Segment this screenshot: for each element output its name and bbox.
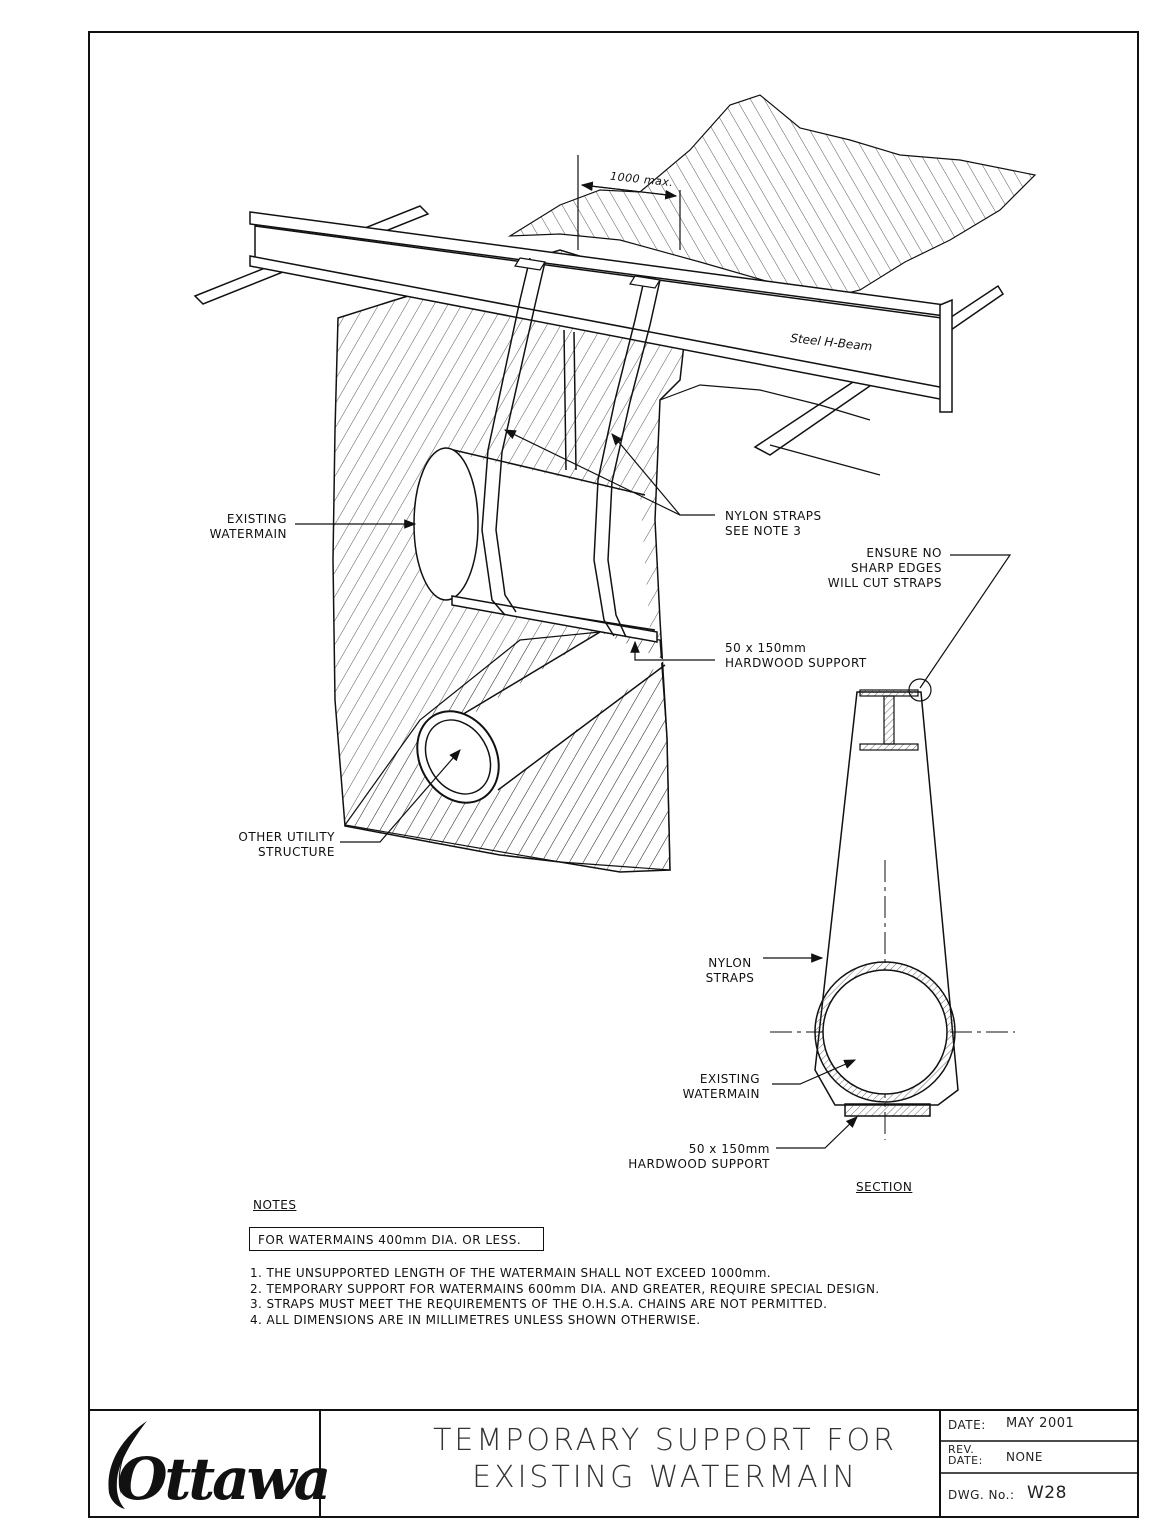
rev-date-value: NONE [1006,1450,1043,1464]
notes-heading: NOTES [253,1198,297,1212]
leader-hardwood [630,640,715,661]
section-watermain-label-line2: WATERMAIN [682,1087,760,1101]
section-straps-label-line2: STRAPS [705,971,755,985]
post-line-2 [573,331,577,471]
ensure-label-line2: SHARP EDGES [850,561,942,575]
section-beam-web [883,695,895,745]
hardwood-label-line1: 50 x 150mm [725,641,807,655]
note-item: 4. ALL DIMENSIONS ARE IN MILLIMETRES UNL… [250,1312,701,1327]
dim-line-back [580,181,677,197]
rev-date-label: REV. DATE: [948,1444,983,1466]
utility-pipe-edge-top [439,631,601,729]
strap-wrap-right [629,275,661,289]
other-utility-label: OTHER UTILITY STRUCTURE [225,830,335,860]
leader-ensure-no-sharp [919,554,1012,689]
date-label: DATE: [948,1418,986,1432]
date-value: MAY 2001 [1006,1416,1075,1431]
dwg-no-label: DWG. No.: [948,1488,1015,1502]
note-item: 2. TEMPORARY SUPPORT FOR WATERMAINS 600m… [250,1281,880,1296]
ensure-label-line3: WILL CUT STRAPS [827,576,942,590]
existing-watermain-label-line2: WATERMAIN [209,527,287,541]
hardwood-support-3d [451,595,658,643]
section-hardwood-label-line2: HARDWOOD SUPPORT [628,1157,770,1171]
watermain-end [413,447,479,601]
section-straps-label-line1: NYLON [708,956,752,970]
strap-wrap-left [514,257,546,271]
section-beam-bottom [859,743,919,751]
other-utility-label-line1: OTHER UTILITY [238,830,335,844]
drawing-title-line1: TEMPORARY SUPPORT FOR [433,1423,897,1458]
leader-section-hardwood [776,1116,858,1149]
beam-end [939,298,953,413]
hardwood-support-label: 50 x 150mm HARDWOOD SUPPORT [725,641,867,671]
strap-left [481,257,531,616]
ground-line-right [769,444,881,476]
nylon-straps-label-line1: NYLON STRAPS [725,509,822,523]
section-strap-outline [814,691,959,1106]
nylon-straps-label: NYLON STRAPS SEE NOTE 3 [725,509,822,539]
ground-ledge [659,384,871,421]
section-hardwood-label-line1: 50 x 150mm [688,1142,770,1156]
section-watermain-label: EXISTING WATERMAIN [670,1072,760,1102]
ensure-no-sharp-edges-label: ENSURE NO SHARP EDGES WILL CUT STRAPS [800,546,942,591]
existing-watermain-label-line1: EXISTING [226,512,287,526]
section-watermain-label-line1: EXISTING [699,1072,760,1086]
leader-section-watermain [772,1059,857,1085]
section-hardwood [844,1103,931,1117]
section-title: SECTION [856,1180,913,1194]
drawing-title-line2: EXISTING WATERMAIN [472,1460,858,1495]
dwg-no-value: W28 [1027,1483,1067,1503]
strap-right [593,275,646,637]
leader-other-utility [340,749,461,843]
existing-watermain-label: EXISTING WATERMAIN [195,512,287,542]
ottawa-logo-swoosh [108,1421,147,1509]
notes-list: 1. THE UNSUPPORTED LENGTH OF THE WATERMA… [250,1266,880,1328]
ottawa-logo-text: Ottawa [117,1445,331,1513]
utility-pipe-edge-bottom [497,664,666,791]
notes-boxed-condition: FOR WATERMAINS 400mm DIA. OR LESS. [249,1227,544,1251]
note-item: 1. THE UNSUPPORTED LENGTH OF THE WATERMA… [250,1266,772,1280]
section-sharp-edge-circle [908,678,932,702]
sheet-border [88,31,1139,1518]
earth-mass-upper [507,94,1037,301]
section-straps-label: NYLON STRAPS [700,956,760,986]
rev-label-line2: DATE: [948,1454,983,1467]
leader-nylon-straps-b [611,433,681,516]
rev-label-line1: REV. [948,1443,975,1456]
section-hardwood-label: 50 x 150mm HARDWOOD SUPPORT [610,1142,770,1172]
section-pipe-inner [822,969,948,1095]
ensure-label-line1: ENSURE NO [866,546,942,560]
other-utility-label-line2: STRUCTURE [258,845,335,859]
post-line-1 [563,329,567,471]
note-item: 3. STRAPS MUST MEET THE REQUIREMENTS OF … [250,1297,828,1311]
strap-left-b [495,261,546,613]
ottawa-logo: Ottawa [95,1415,331,1520]
nylon-straps-label-line2: SEE NOTE 3 [725,524,802,538]
hardwood-label-line2: HARDWOOD SUPPORT [725,656,867,670]
